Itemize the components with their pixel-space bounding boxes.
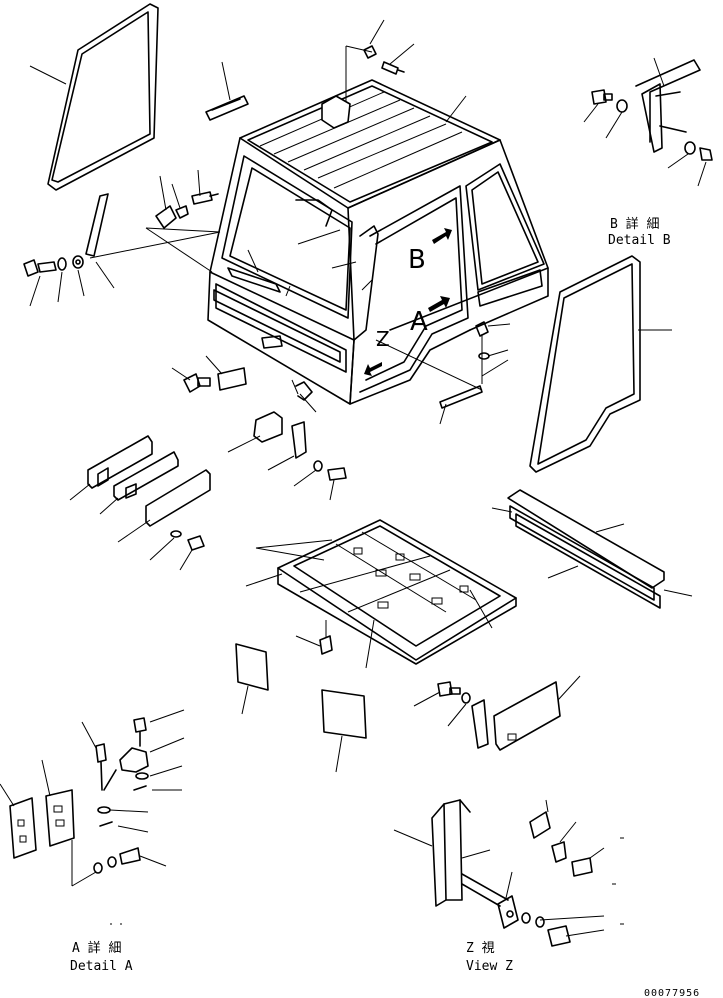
drawing-number: 00077956	[644, 988, 700, 998]
detail-b: B 詳 細 Detail B	[583, 57, 713, 248]
direction-arrows: B A Z	[364, 228, 452, 376]
small-plate	[205, 61, 249, 121]
view-z-label-jp: Z 視	[466, 941, 495, 956]
floor-plate	[245, 519, 517, 669]
detail-a-label-jp: A 詳 細	[72, 940, 121, 956]
front-lower-parts	[171, 335, 317, 413]
left-window-glass	[29, 3, 159, 191]
right-door-glass	[529, 255, 672, 473]
hinge-rod	[85, 169, 221, 273]
marker-a: A	[410, 307, 428, 337]
marker-b: B	[408, 245, 426, 275]
left-stacked-plates	[69, 435, 211, 571]
detail-a-label-en: Detail A	[70, 959, 133, 974]
marker-z: Z	[376, 327, 390, 351]
console-brackets	[227, 411, 347, 501]
detail-b-label-en: Detail B	[608, 233, 671, 248]
pads	[235, 643, 367, 773]
detail-a: A 詳 細 Detail A	[0, 709, 185, 974]
detail-b-label-jp: B 詳 細	[610, 216, 659, 232]
view-z: Z 視 View Z	[393, 799, 624, 974]
door-bracket	[375, 321, 511, 425]
right-rails	[491, 489, 693, 609]
cab-body	[207, 79, 549, 405]
left-bolt-set	[23, 255, 115, 307]
view-z-label-en: View Z	[466, 959, 513, 974]
right-console	[413, 675, 581, 751]
cab-leaders	[247, 95, 467, 297]
roof-bolts	[345, 19, 415, 120]
